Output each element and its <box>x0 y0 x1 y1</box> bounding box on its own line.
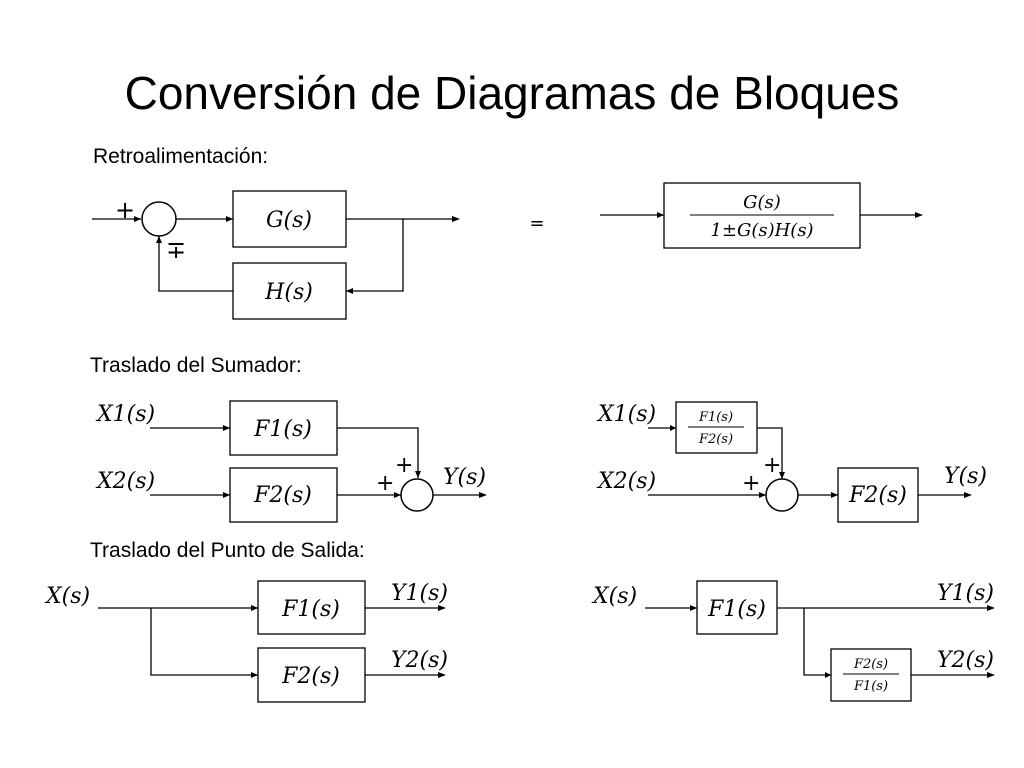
plus-sign: + <box>395 453 413 478</box>
page-title: Conversión de Diagramas de Bloques <box>124 67 900 119</box>
summing-junction <box>400 478 434 512</box>
block-f1 <box>257 580 366 635</box>
block-f2-over-f1 <box>830 648 912 702</box>
ratio-denominator: F2(s) <box>698 432 733 447</box>
input-x-label: X(s) <box>44 584 90 609</box>
block-f1 <box>696 580 778 635</box>
arrowhead <box>346 288 353 294</box>
block-g <box>232 190 347 248</box>
block-h <box>232 262 347 320</box>
input-x2-label: X2(s) <box>596 469 656 494</box>
section-feedback-label: Retroalimentación: <box>93 145 269 168</box>
arrowhead <box>251 605 258 611</box>
output-y2-label: Y2(s) <box>391 648 448 673</box>
arrowhead <box>831 492 838 498</box>
summer-moved-diagram: X1(s) F1(s) F2(s) X2(s) + + F2(s) Y(s) <box>596 401 987 523</box>
input-x-label: X(s) <box>591 584 637 609</box>
arrowhead <box>134 216 141 222</box>
takeoff-original-diagram: X(s) F1(s) Y1(s) F2(s) Y2(s) <box>44 580 448 703</box>
block-f2 <box>229 467 338 523</box>
plus-sign: + <box>376 471 394 496</box>
arrowhead <box>156 236 162 243</box>
closed-loop-denominator: 1±G(s)H(s) <box>710 220 813 241</box>
arrowhead <box>657 212 664 218</box>
summing-junction <box>141 201 177 237</box>
ratio-denominator: F1(s) <box>853 679 888 694</box>
arrowhead <box>987 672 995 678</box>
arrowhead <box>759 492 766 498</box>
output-y-label: Y(s) <box>944 464 987 489</box>
ratio-numerator: F1(s) <box>698 410 733 425</box>
input-x1-label: X1(s) <box>95 402 155 427</box>
arrowhead <box>915 212 923 218</box>
arrowhead <box>438 605 446 611</box>
plus-sign: + <box>763 453 781 478</box>
plus-sign: + <box>742 471 760 496</box>
takeoff-moved-diagram: X(s) F1(s) Y1(s) F2(s) F1(s) Y2(s) <box>591 580 995 702</box>
input-x1-label: X1(s) <box>596 402 656 427</box>
arrowhead <box>690 605 697 611</box>
block-f1-label: F1(s) <box>707 597 766 622</box>
feedback-wire <box>158 236 233 292</box>
branch-wire <box>803 608 831 676</box>
block-f2-label: F2(s) <box>253 483 312 508</box>
output-y1-label: Y1(s) <box>391 581 448 606</box>
ratio-numerator: F2(s) <box>853 657 888 672</box>
block-f1-label: F1(s) <box>253 417 312 442</box>
block-f1-label: F1(s) <box>281 597 340 622</box>
arrowhead <box>670 425 676 431</box>
arrowhead <box>964 492 972 498</box>
arrowhead <box>223 425 230 431</box>
summer-original-diagram: X1(s) F1(s) X2(s) F2(s) + + Y(s) <box>95 400 487 523</box>
arrowhead <box>394 492 401 498</box>
arrowhead <box>226 216 233 222</box>
arrowhead <box>987 605 995 611</box>
summing-junction <box>765 478 799 512</box>
block-f2-label: F2(s) <box>281 664 340 689</box>
arrowhead <box>779 472 785 479</box>
wire <box>757 427 783 479</box>
block-f2-label: F2(s) <box>848 483 907 508</box>
feedback-diagram: + ∓ G(s) H(s) = <box>92 190 545 320</box>
branch-wire <box>150 608 258 676</box>
plus-sign: + <box>115 196 135 224</box>
block-g-label: G(s) <box>266 208 312 233</box>
closed-loop-numerator: G(s) <box>743 192 781 213</box>
arrowhead <box>415 471 421 478</box>
feedback-wire <box>346 219 404 292</box>
wire <box>337 427 419 478</box>
arrowhead <box>825 672 831 678</box>
equals-sign: = <box>529 213 544 234</box>
arrowhead <box>438 672 446 678</box>
output-y-label: Y(s) <box>443 465 486 490</box>
arrowhead <box>223 492 230 498</box>
block-h-label: H(s) <box>264 280 313 305</box>
section-takeoff-label: Traslado del Punto de Salida: <box>90 539 365 562</box>
arrowhead <box>452 216 460 222</box>
input-x2-label: X2(s) <box>95 469 155 494</box>
arrowhead <box>251 672 258 678</box>
section-summer-label: Traslado del Sumador: <box>90 354 302 377</box>
output-y2-label: Y2(s) <box>937 648 994 673</box>
output-y1-label: Y1(s) <box>937 581 994 606</box>
minus-plus-sign: ∓ <box>166 236 186 264</box>
feedback-result-diagram: G(s) 1±G(s)H(s) <box>600 182 923 249</box>
arrowhead <box>479 492 487 498</box>
